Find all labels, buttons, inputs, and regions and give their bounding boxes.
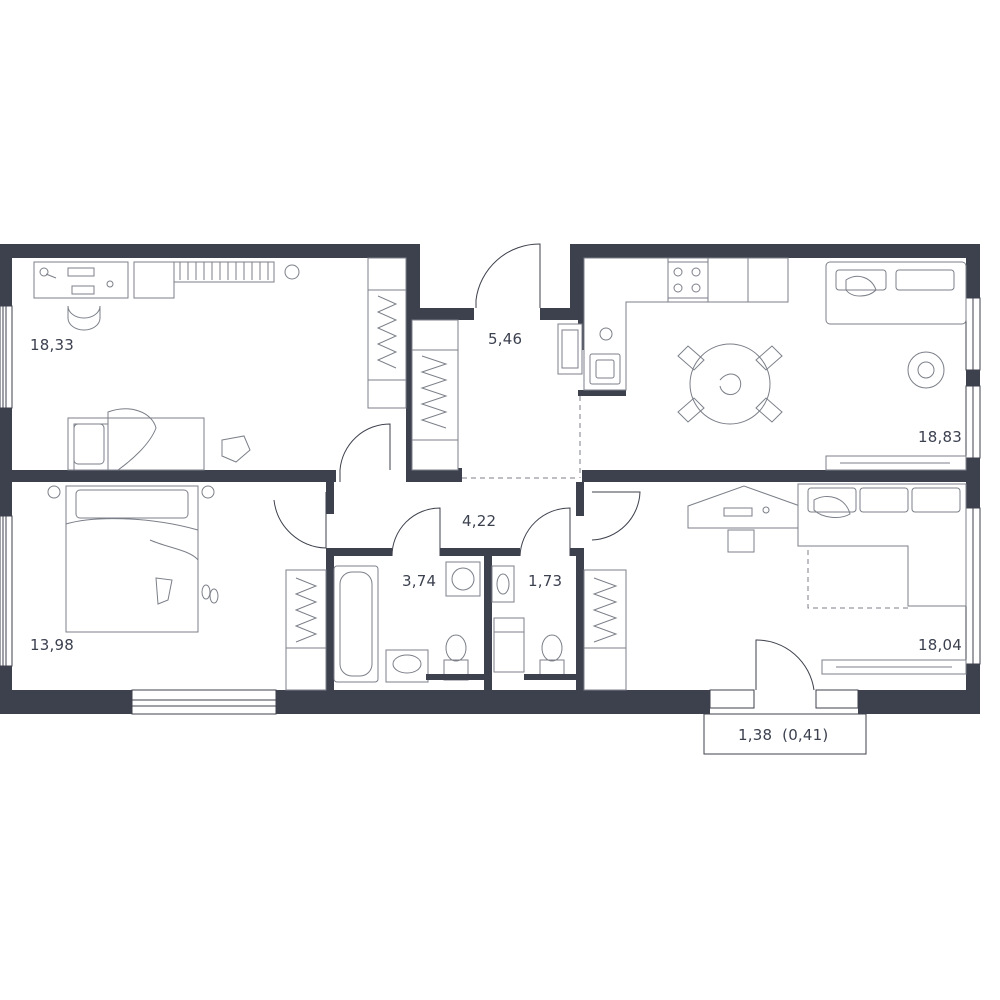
sink-icon — [589, 327, 621, 385]
wardrobe-icon — [411, 319, 459, 471]
window-icon — [0, 297, 981, 715]
area-label-bathroom: 3,74 — [402, 572, 437, 590]
bed-icon — [67, 408, 205, 471]
stove-icon — [667, 261, 709, 299]
washing-machine — [445, 561, 481, 597]
sofa-icon — [797, 483, 967, 607]
door-swing-icon — [273, 243, 815, 691]
area-label-bedroom-top: 18,33 — [30, 336, 74, 354]
area-label-corridor: 4,22 — [462, 512, 497, 530]
wardrobe-icon — [285, 569, 327, 691]
bathtub-icon — [333, 565, 379, 683]
toilet-icon — [539, 634, 565, 679]
shelf — [173, 261, 300, 283]
area-label-bedroom-bottom: 13,98 — [30, 636, 74, 654]
tv-stand-icon — [825, 455, 967, 471]
balcony-reduced-area: (0,41) — [782, 726, 829, 744]
fridge — [557, 323, 583, 375]
sink-icon — [385, 649, 429, 683]
slippers — [201, 584, 219, 604]
wardrobe-icon — [583, 569, 627, 691]
balcony — [703, 713, 867, 755]
cabinet — [493, 617, 525, 673]
area-label-kitchen-living: 18,83 — [918, 428, 962, 446]
area-label-hall: 5,46 — [488, 330, 523, 348]
wardrobe-icon — [367, 257, 407, 409]
sofa-icon — [825, 261, 967, 325]
plant — [907, 351, 945, 389]
balcony-area: 1,38 — [738, 726, 773, 744]
toy — [221, 435, 251, 463]
desk-icon — [687, 485, 801, 553]
area-label-living: 18,04 — [918, 636, 962, 654]
area-label-balcony: 1,38 (0,41) — [738, 726, 828, 744]
bed-icon — [47, 485, 215, 633]
sink-icon — [491, 565, 515, 603]
area-label-wc: 1,73 — [528, 572, 563, 590]
dining-table-icon — [677, 343, 783, 425]
toilet-icon — [443, 634, 469, 681]
desk-icon — [33, 261, 175, 331]
tv-stand-icon — [821, 659, 967, 675]
